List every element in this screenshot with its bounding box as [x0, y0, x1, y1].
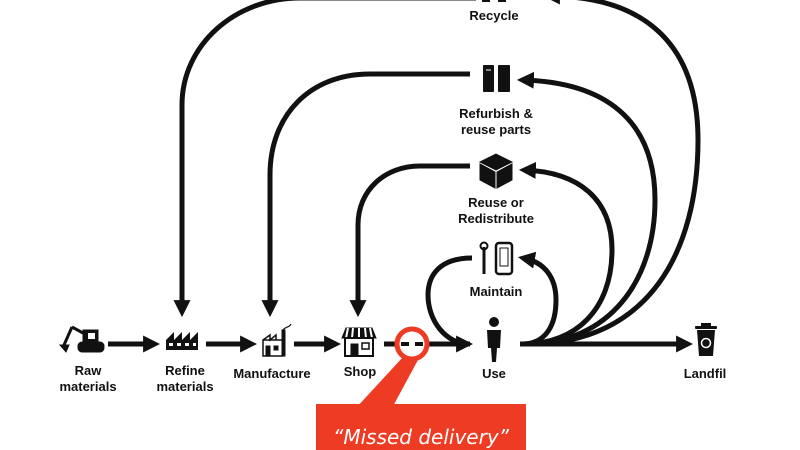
- shop-icon: [341, 327, 377, 357]
- arrow-maintain-loop-left: [425, 255, 473, 347]
- callout-pointer: [356, 357, 418, 408]
- forward-arrows: [516, 0, 701, 347]
- callout-text: “Missed delivery”: [332, 425, 510, 449]
- missed-delivery-callout: “Missed delivery”: [316, 404, 526, 450]
- arrow-use-to-maintain: [517, 251, 559, 347]
- stage-label-use: Use: [482, 366, 506, 381]
- arrow-reuse-to-shop: [349, 163, 470, 318]
- stage-label-landfill: Landfil: [683, 366, 727, 381]
- return-arrows: [173, 0, 476, 347]
- phone-parts-icon: [483, 65, 510, 92]
- loop-label-refurbish: Refurbish & reuse parts: [459, 106, 533, 137]
- recycle-icon: [482, 0, 506, 2]
- stage-label-refine-materials: Refine materials: [156, 363, 214, 394]
- box-icon: [478, 153, 514, 189]
- arrow-use-to-refurbish: [516, 71, 658, 347]
- arrow-use-to-reuse: [518, 161, 615, 347]
- bin-icon: [695, 323, 717, 356]
- factory-icon: [262, 323, 292, 357]
- loop-label-recycle: Recycle: [469, 8, 519, 23]
- loop-label-maintain: Maintain: [469, 284, 523, 299]
- stage-label-raw-materials: Raw materials: [59, 363, 117, 394]
- wrench-phone-icon: [479, 241, 514, 276]
- arrow-recycle-to-refine: [173, 0, 476, 318]
- arrow-refurbish-to-manufacture: [261, 71, 470, 318]
- broken-link-icon: [394, 326, 430, 362]
- stage-label-manufacture: Manufacture: [233, 366, 311, 381]
- person-icon: [487, 317, 501, 362]
- stage-label-shop: Shop: [343, 364, 377, 379]
- refinery-icon: [166, 332, 198, 350]
- excavator-icon: [58, 325, 105, 353]
- loop-label-reuse: Reuse or Redistribute: [458, 195, 534, 226]
- arrow-use-to-recycle: [527, 0, 701, 347]
